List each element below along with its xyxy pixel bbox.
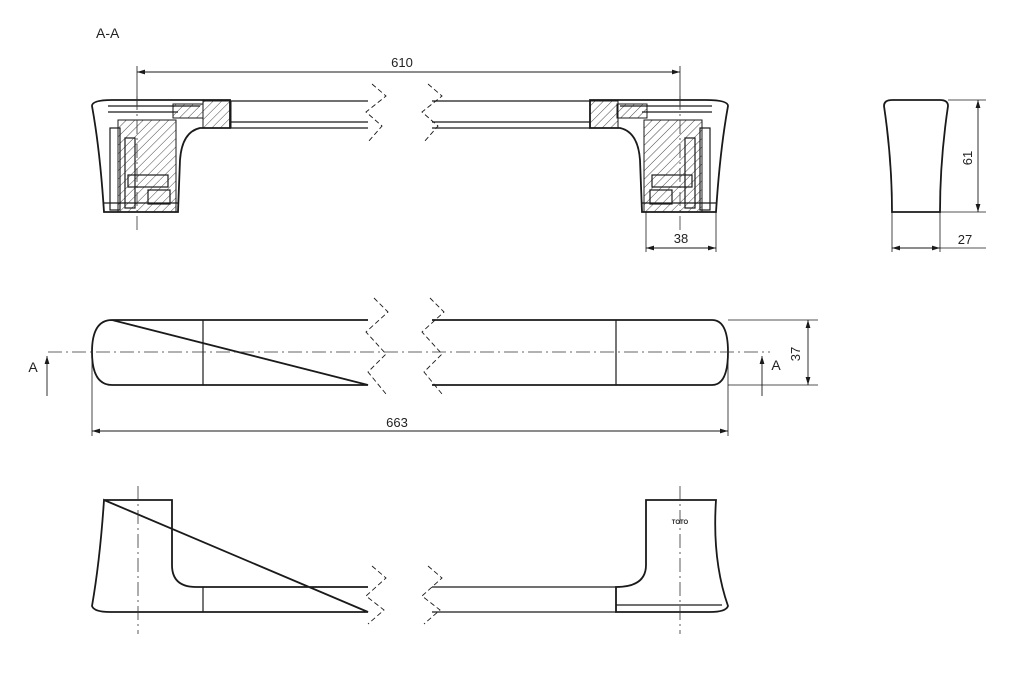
front-view: TOTO <box>91 486 729 634</box>
section-marker-right: A <box>771 357 781 373</box>
dim-center-distance: 610 <box>391 55 413 70</box>
top-view: A A 37 663 <box>28 297 818 436</box>
dim-bar-depth: 37 <box>788 347 803 361</box>
section-view: A-A 610 <box>91 25 729 252</box>
dim-side-height: 61 <box>960 151 975 165</box>
dim-post-width: 38 <box>674 231 688 246</box>
dim-side-base: 27 <box>958 232 972 247</box>
left-post-section <box>91 96 232 232</box>
right-post-section <box>589 96 729 232</box>
dimension-610: 610 <box>136 55 681 105</box>
section-marker-left: A <box>28 359 38 375</box>
side-view: 61 27 <box>883 99 986 252</box>
toto-logo-mark: TOTO <box>672 520 689 526</box>
bar-section <box>230 83 590 143</box>
dimension-38: 38 <box>645 212 717 252</box>
dim-overall-length: 663 <box>386 415 408 430</box>
section-label: A-A <box>96 25 120 41</box>
